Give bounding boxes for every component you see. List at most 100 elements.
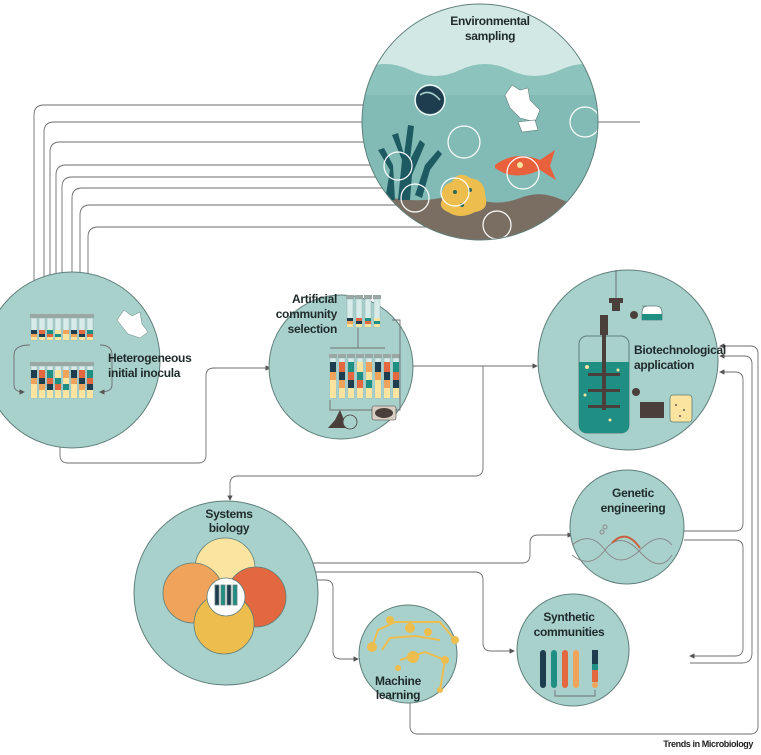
tube-layer [366, 380, 372, 388]
tube-layer [365, 324, 371, 327]
tube-layer [31, 384, 37, 390]
tube-layer [55, 334, 61, 337]
tube-layer [79, 334, 85, 337]
tube-layer [375, 372, 381, 380]
tube-layer [393, 372, 399, 380]
tube-cap [365, 354, 373, 358]
environmental-title-line2: sampling [465, 29, 515, 43]
tube-layer [357, 380, 363, 388]
tube-layer [384, 362, 390, 372]
tube-layer [87, 390, 93, 398]
tube-layer [71, 334, 77, 337]
genetic-title-line2: engineering [601, 501, 666, 515]
node-environmental-sampling: Environmental sampling [361, 3, 599, 241]
tube-layer [63, 330, 69, 334]
tube-layer [366, 362, 372, 372]
tube-layer [393, 380, 399, 388]
sample-circles [383, 84, 598, 240]
inocula-title-line2: initial inocula [108, 366, 181, 380]
journal-credit: Trends in Microbiology [663, 739, 753, 749]
tube-layer [87, 370, 93, 378]
tube-layer [79, 337, 85, 340]
node-machine-learning: Machine learning [358, 604, 459, 704]
synthetic-title-line2: communities [534, 625, 605, 639]
tube-cap [70, 362, 78, 366]
tube-layer [39, 390, 45, 398]
tube-layer [348, 388, 354, 398]
biotech-title-line1: Biotechnological [634, 343, 726, 357]
tube-cap [86, 314, 94, 318]
tube-layer [31, 334, 37, 337]
tube-layer [347, 324, 353, 327]
tube-cap [86, 362, 94, 366]
tube-layer [39, 370, 45, 378]
tube-layer [39, 337, 45, 340]
tube-layer [71, 390, 77, 398]
plankton-icon [416, 86, 444, 114]
tube-layer [365, 318, 371, 321]
tube-cap [356, 354, 364, 358]
genetic-title-line1: Genetic [612, 486, 655, 500]
tube-layer [87, 378, 93, 384]
tube-layer [47, 334, 53, 337]
tube-cap [46, 314, 54, 318]
tube-cap [62, 314, 70, 318]
synthetic-title-line1: Synthetic [543, 610, 595, 624]
node-biotechnological-application: Biotechnological application [537, 269, 726, 451]
tube-layer [356, 321, 362, 324]
tube-cap [62, 362, 70, 366]
tube-layer [357, 372, 363, 380]
omics-venn-icon [162, 537, 287, 655]
tube-cap [392, 354, 400, 358]
tube-cap [347, 354, 355, 358]
tube-layer [348, 372, 354, 380]
tube-layer [339, 362, 345, 372]
dna-scissors-icon [571, 524, 673, 565]
tube-layer [384, 380, 390, 388]
ml-title-line1: Machine [375, 674, 422, 688]
tube-layer [31, 330, 37, 334]
inocula-title-line1: Heterogeneous [108, 351, 192, 365]
node-systems-biology: Systems biology [133, 500, 319, 686]
tube-cap [355, 295, 363, 299]
tube-layer [374, 318, 380, 321]
test-tube-rack-icon [30, 362, 94, 399]
tube-layer [71, 384, 77, 390]
process-connectors [59, 343, 759, 735]
petri-dish-icon [371, 405, 397, 421]
tube-layer [55, 370, 61, 378]
tube-layer [384, 388, 390, 398]
tube-cap [38, 362, 46, 366]
tube-layer [63, 378, 69, 384]
plastic-debris-icon [116, 309, 149, 339]
circuit-brain-icon [367, 616, 459, 693]
tube-layer [357, 388, 363, 398]
tube-cap [54, 314, 62, 318]
node-synthetic-communities: Synthetic communities [516, 593, 630, 707]
tube-cap [78, 362, 86, 366]
tube-layer [63, 337, 69, 340]
tube-layer [47, 330, 53, 334]
tube-layer [384, 372, 390, 380]
tube-layer [79, 378, 85, 384]
tube-layer [31, 390, 37, 398]
tube-cap [374, 354, 382, 358]
tube-cap [383, 354, 391, 358]
tube-layer [39, 378, 45, 384]
tube-layer [47, 370, 53, 378]
tube-cap [78, 314, 86, 318]
tube-layer [393, 362, 399, 372]
tube-cap [54, 362, 62, 366]
tube-layer [55, 337, 61, 340]
tube-layer [330, 372, 336, 380]
tube-cap [346, 295, 354, 299]
tube-layer [393, 388, 399, 398]
test-tube-rack-icon [30, 314, 94, 341]
tube-layer [63, 384, 69, 390]
tube-cap [329, 354, 337, 358]
node-artificial-community-selection: Artificial community selection [268, 292, 414, 440]
tube-layer [31, 378, 37, 384]
tube-layer [374, 324, 380, 327]
tube-layer [366, 388, 372, 398]
